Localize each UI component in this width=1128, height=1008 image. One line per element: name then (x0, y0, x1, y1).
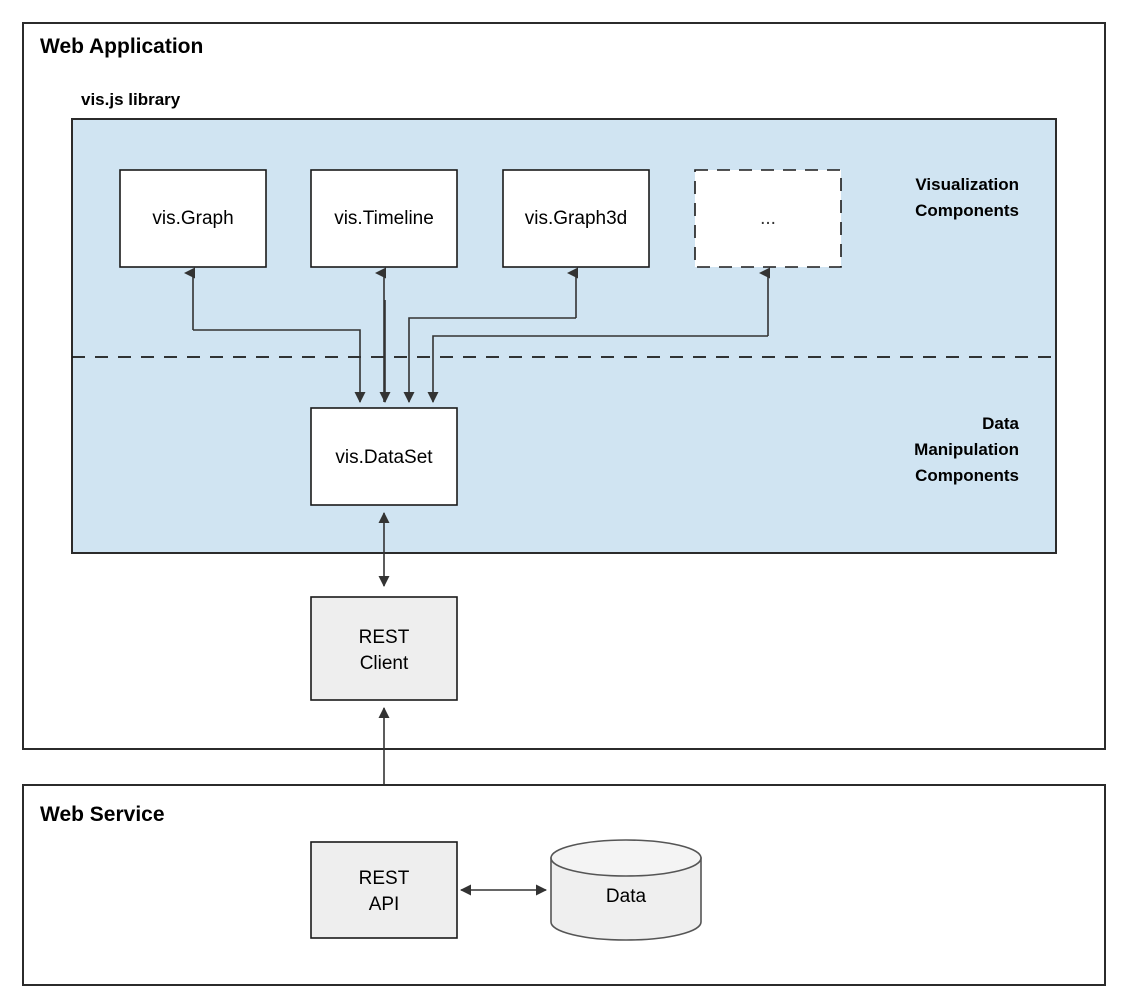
node-data-store-label: Data (606, 886, 647, 907)
svg-text:Components: Components (915, 466, 1019, 485)
node-vis-timeline-label: vis.Timeline (334, 208, 434, 229)
svg-text:Visualization: Visualization (915, 175, 1019, 194)
node-vis-graph3d[interactable]: vis.Graph3d (502, 169, 650, 268)
node-vis-graph[interactable]: vis.Graph (119, 169, 267, 268)
node-vis-dataset[interactable]: vis.DataSet (310, 407, 458, 506)
node-rest-api-label-line2: API (369, 894, 400, 915)
group-label-visualization: Visualization Components (915, 175, 1019, 220)
node-rest-client-label-line2: Client (360, 653, 409, 674)
svg-text:Manipulation: Manipulation (914, 440, 1019, 459)
node-more-components-label: ... (760, 208, 776, 229)
node-data-store[interactable]: Data (550, 839, 702, 941)
node-vis-graph3d-label: vis.Graph3d (525, 208, 627, 229)
node-rest-api[interactable]: REST API (310, 841, 458, 939)
group-label-data-manipulation: Data Manipulation Components (914, 414, 1019, 485)
connector-dataset-visgraph3d-down (403, 317, 576, 403)
node-rest-client-label-line1: REST (359, 627, 410, 648)
panel-web-service-title: Web Service (40, 803, 165, 826)
node-rest-api-label-line1: REST (359, 868, 410, 889)
node-rest-client[interactable]: REST Client (310, 596, 458, 701)
panel-web-application-title: Web Application (40, 35, 203, 58)
node-vis-dataset-label: vis.DataSet (335, 447, 433, 468)
node-more-components[interactable]: ... (694, 169, 842, 268)
connector-dataset-visgraph-down (193, 329, 366, 403)
svg-text:Data: Data (982, 414, 1019, 433)
node-vis-timeline[interactable]: vis.Timeline (310, 169, 458, 268)
svg-text:Components: Components (915, 201, 1019, 220)
node-vis-graph-label: vis.Graph (152, 208, 233, 229)
library-title: vis.js library (81, 90, 181, 109)
connector-dataset-more-down (427, 335, 768, 403)
